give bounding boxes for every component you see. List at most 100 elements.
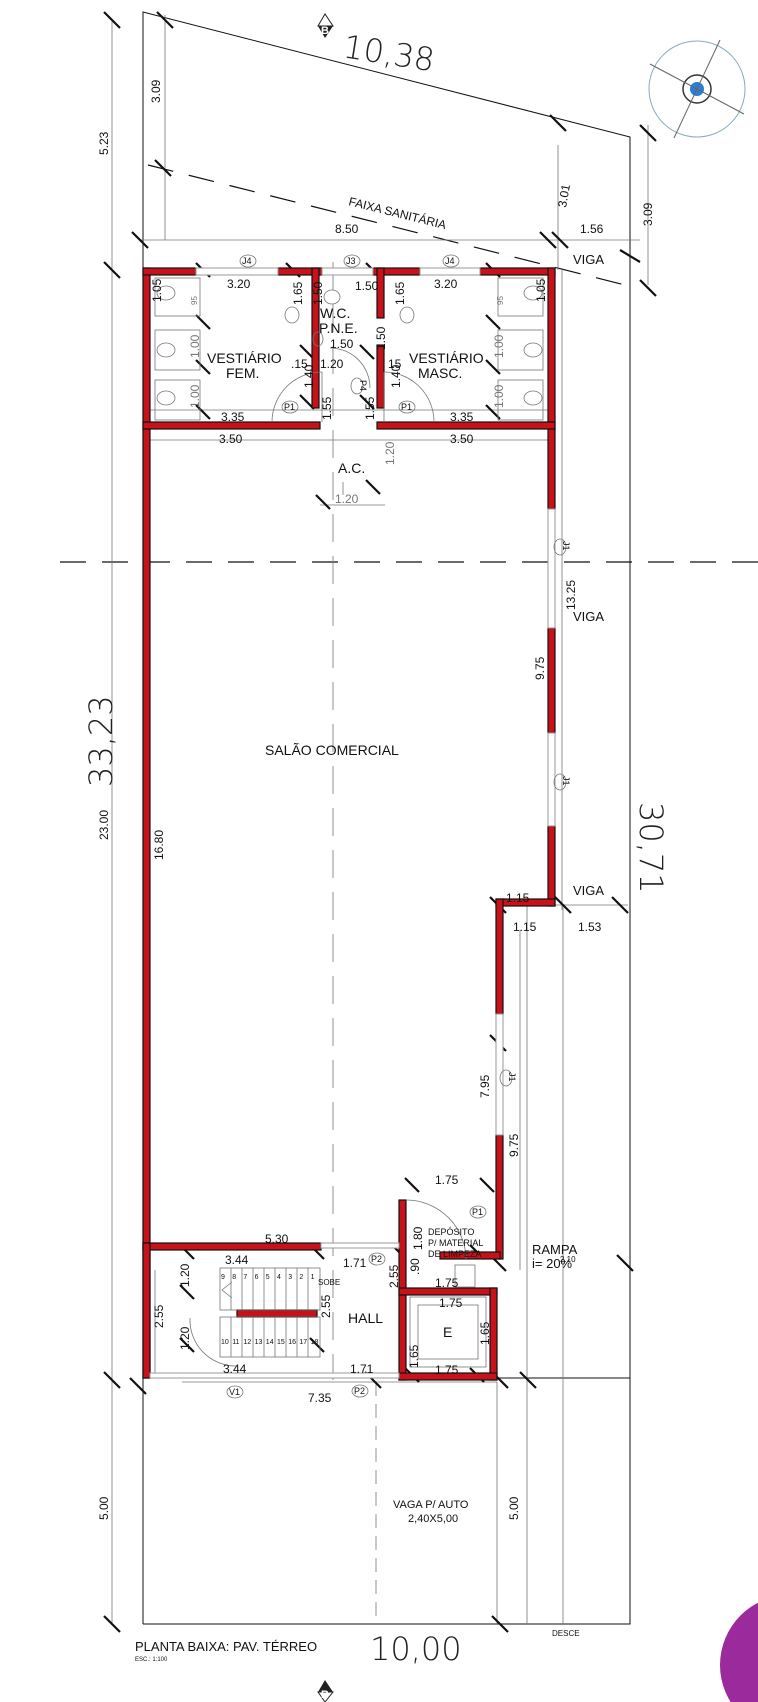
windows (149, 267, 556, 1379)
svg-text:1.00: 1.00 (492, 384, 506, 408)
bottom-frontage-dim: 10,00 (370, 1630, 462, 1668)
tag-j1c: J1 (507, 1072, 517, 1082)
svg-text:95: 95 (496, 296, 505, 305)
svg-text:3.20: 3.20 (227, 277, 251, 291)
svg-text:1.75: 1.75 (435, 1363, 459, 1377)
faixa-sanitaria-label: FAIXA SANITÁRIA (347, 193, 448, 232)
north-compass (648, 39, 746, 139)
svg-text:3.01: 3.01 (555, 183, 573, 209)
stair-step-14: 14 (266, 1339, 274, 1346)
section-marker-top (317, 13, 334, 38)
room-vest-fem-2: FEM. (226, 365, 259, 381)
stair-step-4: 4 (277, 1274, 281, 1281)
faixa-sanitaria-line (147, 164, 626, 286)
tag-p1c: P1 (472, 1207, 483, 1217)
section-marker-bottom (317, 1680, 335, 1702)
svg-text:1.75: 1.75 (439, 1296, 463, 1310)
tag-j3: J3 (346, 256, 356, 266)
room-wc-2: P.N.E. (319, 320, 358, 336)
top-frontage-dim: 10,38 (341, 27, 437, 79)
svg-text:1.00: 1.00 (188, 334, 202, 358)
svg-text:1.00: 1.00 (188, 384, 202, 408)
frame-tags (226, 254, 567, 1399)
svg-text:9.75: 9.75 (507, 1133, 521, 1157)
viga-label-2: VIGA (573, 609, 604, 624)
right-depth-dim: 30,71 (632, 802, 670, 894)
svg-text:1.75: 1.75 (435, 1173, 459, 1187)
svg-text:3.20: 3.20 (434, 277, 458, 291)
desce-label: DESCE (552, 1629, 580, 1638)
svg-text:1.50: 1.50 (330, 337, 354, 351)
svg-text:1.65: 1.65 (407, 1344, 421, 1368)
svg-text:15: 15 (388, 357, 402, 371)
rampa-label: RAMPA (532, 1242, 578, 1257)
svg-text:1.20: 1.20 (320, 357, 344, 371)
room-ac: A.C. (338, 460, 365, 476)
svg-text:1.40: 1.40 (389, 364, 403, 388)
svg-text:1.15: 1.15 (513, 920, 537, 934)
stair-run (219, 1267, 321, 1358)
svg-text:5.23: 5.23 (97, 131, 111, 155)
svg-text:1.80: 1.80 (411, 1226, 425, 1250)
svg-text:1.00: 1.00 (492, 334, 506, 358)
svg-text:1.40: 1.40 (302, 364, 316, 388)
svg-text:2.55: 2.55 (152, 1304, 166, 1328)
stair-step-12: 12 (243, 1339, 251, 1346)
vaga-size: 2,40X5,00 (408, 1513, 458, 1525)
left-depth-dim: 33,23 (82, 695, 120, 787)
walls (142, 267, 556, 1381)
viga-label-3: VIGA (573, 883, 604, 898)
room-salao: SALÃO COMERCIAL (265, 742, 399, 758)
corner-badge (720, 1602, 758, 1702)
drawing-title: PLANTA BAIXA: PAV. TÉRREO (135, 1639, 317, 1654)
stair-step-18: 18 (311, 1339, 319, 1346)
svg-text:1.50: 1.50 (311, 281, 325, 305)
elevator-shaft (409, 1296, 487, 1368)
section-letter-bottom: B (321, 1689, 329, 1701)
svg-text:5.00: 5.00 (507, 1496, 521, 1520)
stair-step-11: 11 (232, 1339, 239, 1346)
svg-text:1.53: 1.53 (578, 920, 602, 934)
svg-text:8.50: 8.50 (335, 222, 359, 236)
toilets (154, 277, 544, 1288)
room-wc: W.C. (320, 305, 350, 321)
svg-text:1.05: 1.05 (150, 278, 164, 302)
stair-step-3: 3 (288, 1274, 292, 1281)
svg-text:.15: .15 (291, 357, 308, 371)
stair-step-1: 1 (311, 1274, 315, 1281)
tag-v1: V1 (229, 1387, 240, 1397)
room-deposito-2: P/ MATERIAL (428, 1238, 483, 1248)
tag-p4: P4 (358, 380, 368, 391)
sobe-label: SOBE (318, 1278, 340, 1287)
svg-text:9.75: 9.75 (533, 656, 547, 680)
svg-text:3.44: 3.44 (225, 1253, 249, 1267)
svg-text:2.55: 2.55 (387, 1264, 401, 1288)
svg-text:7.35: 7.35 (308, 1391, 332, 1405)
tag-p1b: P1 (401, 402, 412, 412)
dimension-ticks (103, 11, 657, 1633)
svg-text:1.65: 1.65 (291, 281, 305, 305)
svg-text:3.09: 3.09 (149, 79, 163, 103)
tag-p2a: P2 (371, 1254, 382, 1264)
dimension-lines (111, 15, 649, 1624)
drawing-scale: ESC.: 1:100 (135, 1657, 168, 1663)
tag-j1b: J1 (561, 776, 571, 786)
room-vest-fem: VESTIÁRIO (207, 350, 282, 366)
room-vest-masc-2: MASC. (418, 365, 462, 381)
svg-text:5.30: 5.30 (265, 1232, 289, 1246)
vaga-label: VAGA P/ AUTO (393, 1499, 469, 1511)
svg-text:1.20: 1.20 (178, 1263, 192, 1287)
stair-step-15: 15 (277, 1339, 285, 1346)
svg-text:1.65: 1.65 (393, 281, 407, 305)
svg-text:3.50: 3.50 (219, 432, 243, 446)
room-hall: HALL (348, 1310, 383, 1326)
room-vest-masc: VESTIÁRIO (409, 350, 484, 366)
svg-text:3.50: 3.50 (450, 432, 474, 446)
tag-j4b: J4 (445, 256, 455, 266)
svg-text:3.35: 3.35 (221, 410, 245, 424)
svg-text:1.55: 1.55 (363, 396, 377, 420)
svg-text:3.44: 3.44 (223, 1362, 247, 1376)
svg-text:1.50: 1.50 (374, 326, 388, 350)
stair-step-13: 13 (255, 1339, 263, 1346)
